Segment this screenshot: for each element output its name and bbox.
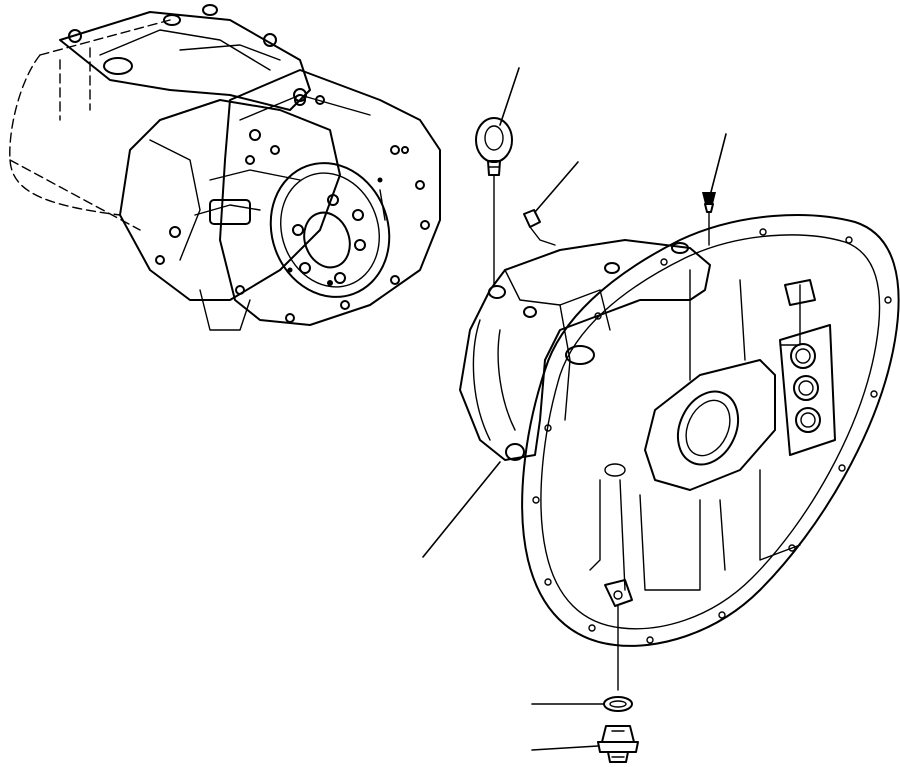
plug-small	[523, 209, 556, 246]
breather-plug	[702, 192, 716, 246]
leader-housing	[422, 461, 501, 558]
leader-plug-small	[534, 161, 579, 213]
o-ring	[603, 605, 633, 712]
drain-plug	[597, 725, 639, 763]
flywheel-housing	[459, 214, 900, 647]
leader-breather-plug	[710, 133, 727, 193]
leader-drain-plug	[531, 745, 599, 751]
pump-assembly	[9, 4, 441, 331]
eye-bolt	[475, 117, 513, 286]
leader-eye-bolt	[499, 67, 520, 126]
